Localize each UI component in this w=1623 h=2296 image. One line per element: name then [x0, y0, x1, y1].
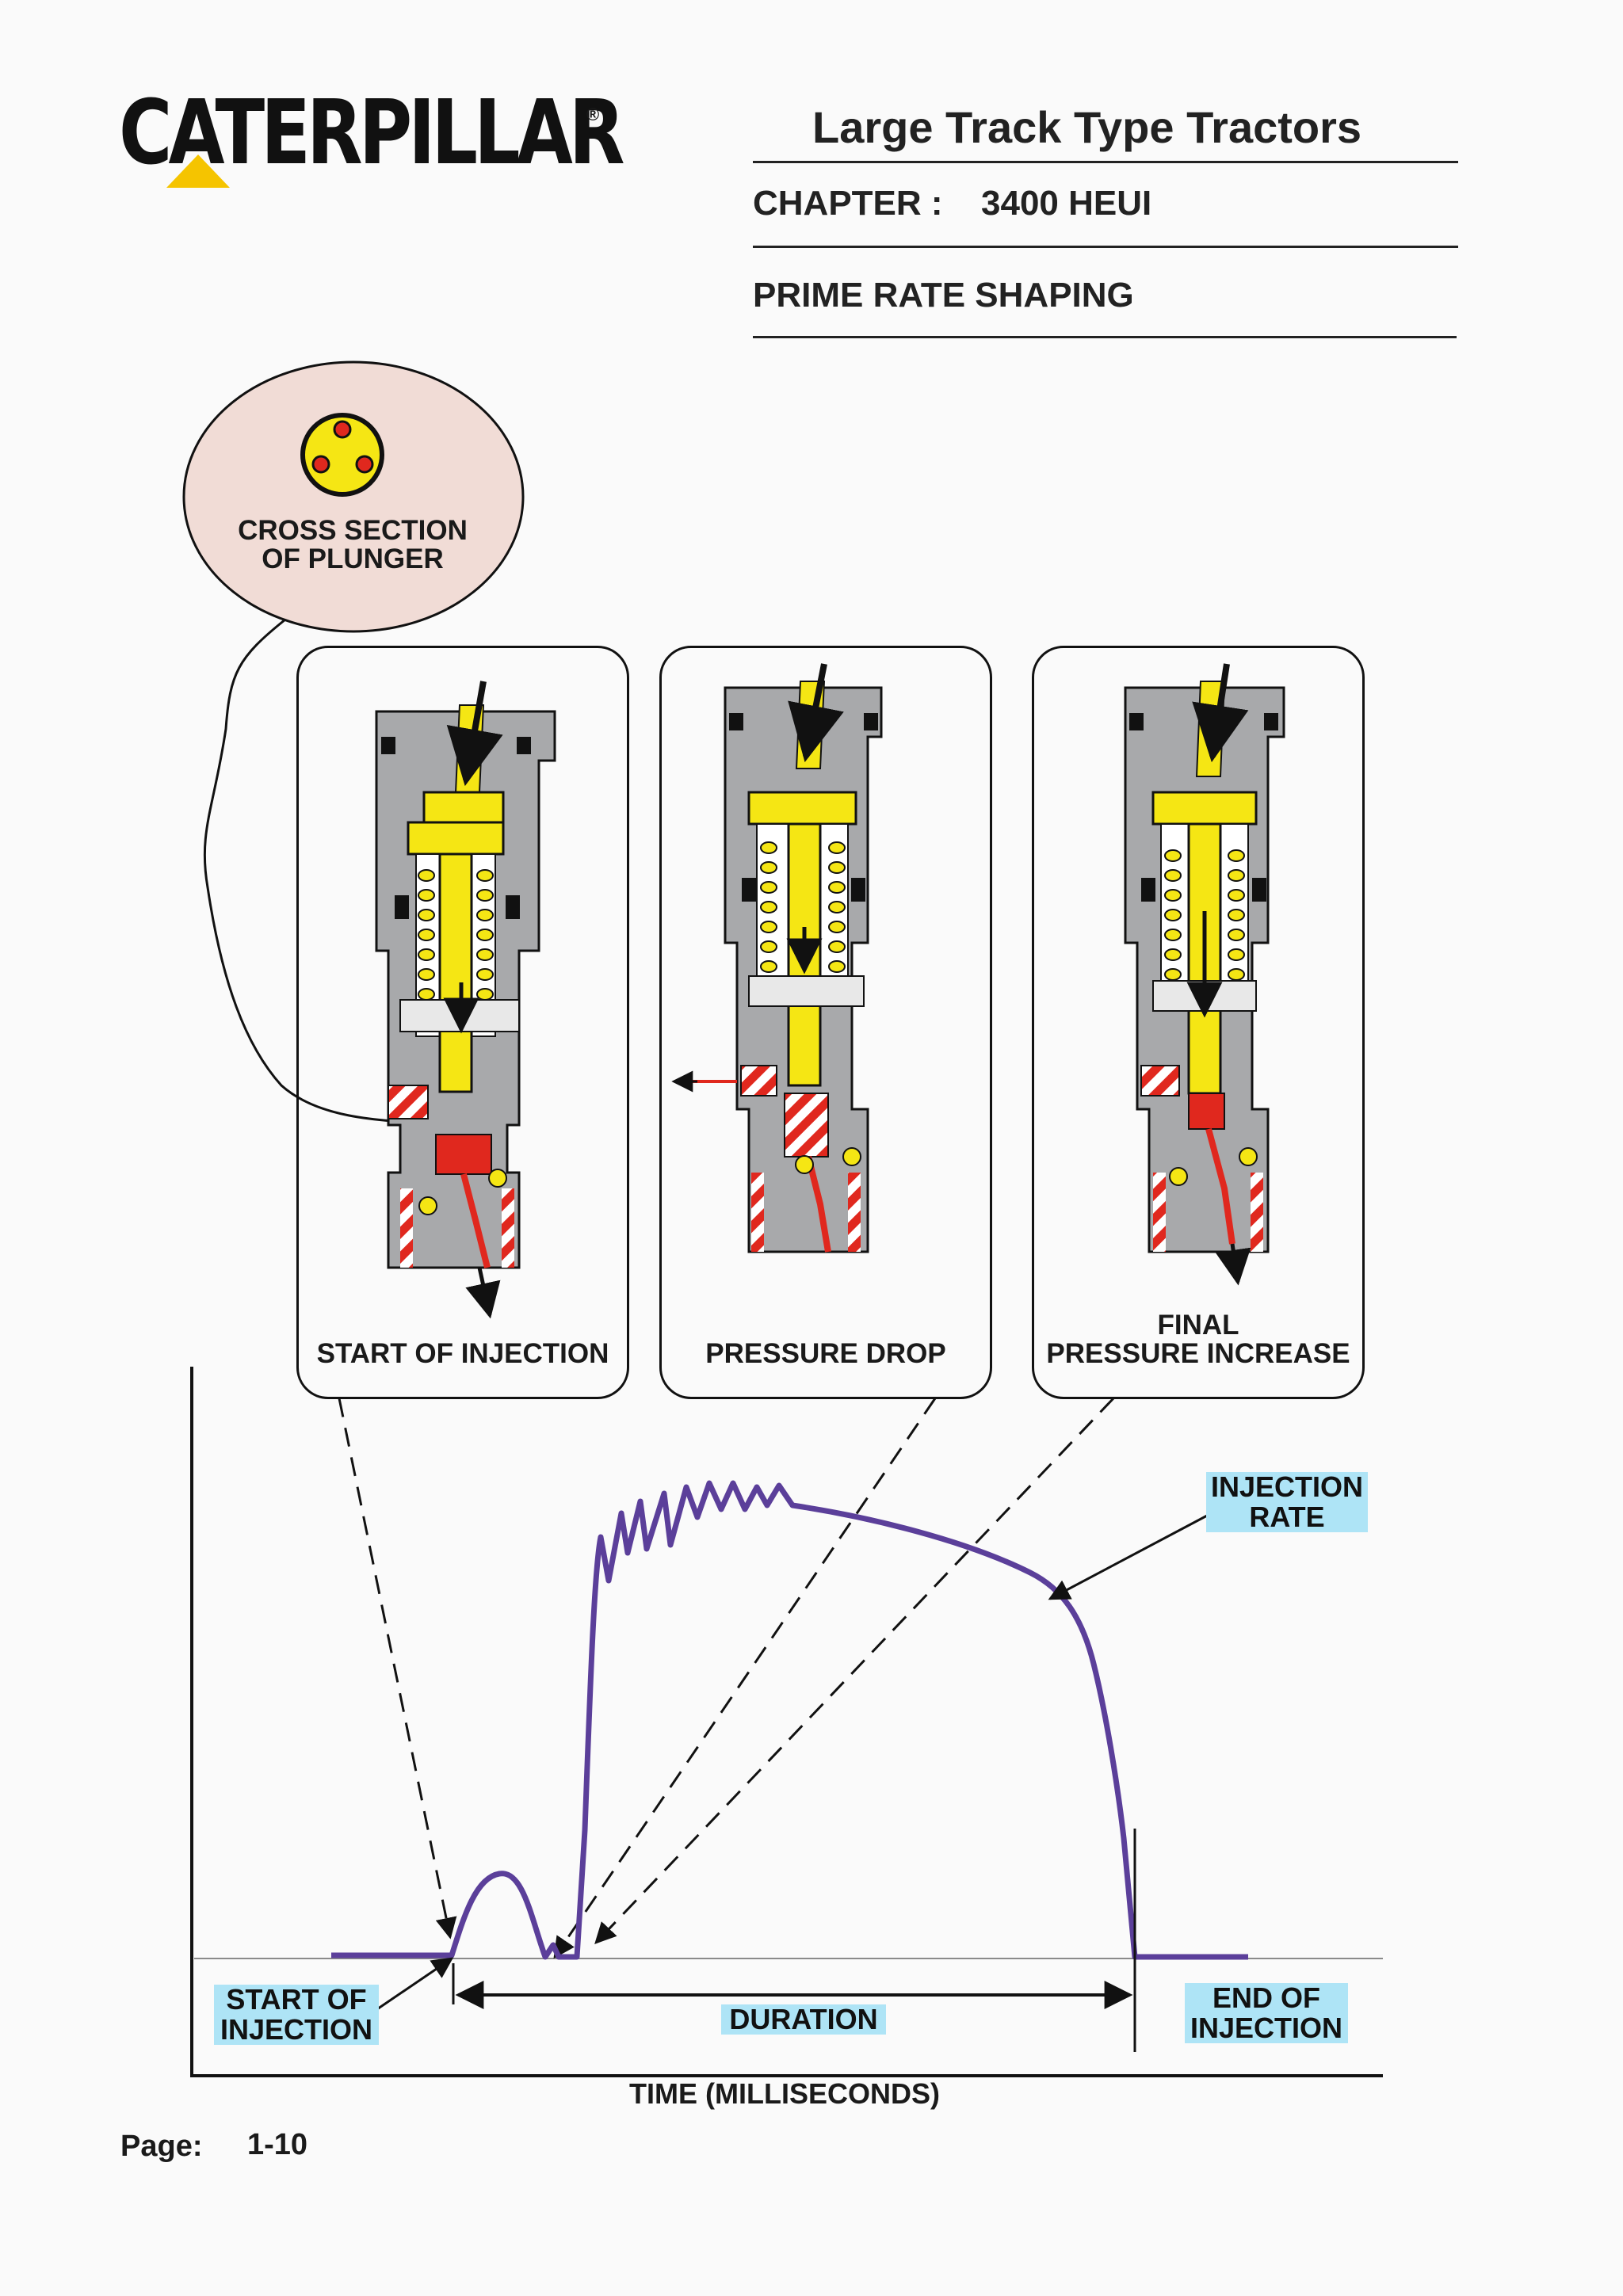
panel-start-of-injection: START OF INJECTION — [296, 646, 629, 1399]
start-of-injection-label: START OF INJECTION — [214, 1985, 379, 2045]
chapter-value: 3400 HEUI — [981, 184, 1152, 223]
cross-section-label-line1: CROSS SECTION — [238, 515, 468, 546]
injector-final-pressure-increase — [1124, 663, 1285, 1286]
panel-label: PRESSURE DROP — [705, 1338, 946, 1369]
start-label-line2: INJECTION — [220, 2013, 373, 2046]
section-title: PRIME RATE SHAPING — [753, 276, 1134, 315]
injection-rate-label-line1: INJECTION — [1210, 1470, 1364, 1503]
end-label-line2: INJECTION — [1190, 2012, 1343, 2044]
panel-label-line2: PRESSURE INCREASE — [1046, 1338, 1350, 1369]
plunger-cross-section-icon — [300, 413, 384, 497]
divider — [753, 246, 1458, 248]
chapter-label: CHAPTER : — [753, 184, 943, 223]
logo-triangle-icon — [166, 154, 230, 188]
dashed-leader-pressure-drop — [553, 1398, 937, 1959]
injection-rate-label-line2: RATE — [1249, 1501, 1325, 1533]
cross-section-leader-line — [203, 618, 441, 1125]
injection-rate-curve — [331, 1480, 1248, 1960]
divider — [753, 161, 1458, 163]
start-pointer — [372, 1957, 454, 2014]
injector-pressure-drop — [671, 663, 883, 1253]
dashed-leader-final-increase — [594, 1397, 1115, 1944]
duration-label: DURATION — [721, 2004, 886, 2035]
start-label-line1: START OF — [226, 1983, 367, 2016]
end-label-line1: END OF — [1212, 1981, 1320, 2014]
injection-rate-label: INJECTION RATE — [1206, 1472, 1368, 1532]
panel-pressure-drop: PRESSURE DROP — [659, 646, 992, 1399]
divider — [753, 336, 1457, 338]
cross-section-ellipse — [182, 360, 525, 633]
cross-section-label-line2: OF PLUNGER — [262, 543, 444, 574]
injector-start-of-injection — [375, 681, 556, 1319]
page-number: 1-10 — [247, 2128, 308, 2161]
injection-rate-pointer — [1048, 1513, 1209, 1600]
end-of-injection-label: END OF INJECTION — [1185, 1983, 1348, 2043]
panel-final-pressure-increase: FINAL PRESSURE INCREASE — [1032, 646, 1365, 1399]
cross-section-label: CROSS SECTION OF PLUNGER — [186, 517, 519, 574]
dashed-leader-start — [338, 1398, 457, 1939]
x-axis-label: TIME (MILLISECONDS) — [629, 2077, 940, 2110]
page-label: Page: — [120, 2130, 203, 2163]
registered-mark: ® — [586, 105, 600, 124]
panel-label-line1: FINAL — [1157, 1310, 1239, 1341]
document-title: Large Track Type Tractors — [812, 102, 1362, 152]
panel-label: START OF INJECTION — [316, 1338, 609, 1369]
